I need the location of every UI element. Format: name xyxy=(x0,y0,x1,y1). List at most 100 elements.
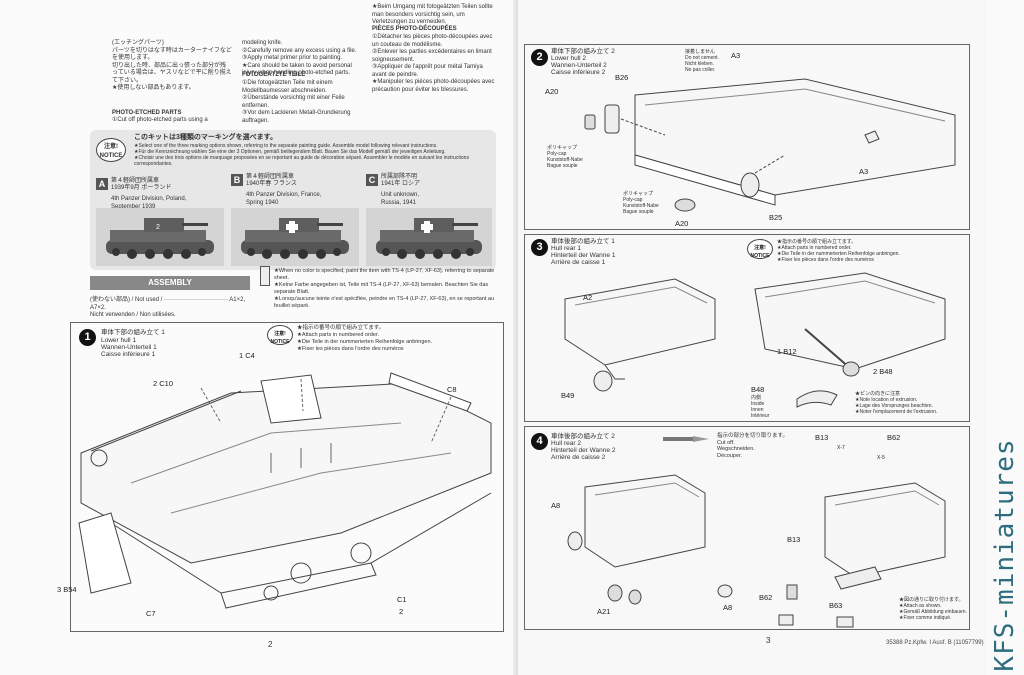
step-3-title-jp: 車体後部の組み立て 1 xyxy=(551,238,615,245)
step-3-notice: ★指示の番号の順で組み立てます。 ★Attach parts in number… xyxy=(777,239,900,263)
step-3-inside-note: 内側 Inside Innen Intérieur xyxy=(751,395,770,419)
marking-c-en: Unit unknown, Russia, 1941 xyxy=(381,192,420,206)
part-label-c1-order: 2 xyxy=(399,607,404,616)
step-4-title-fr: Arrière de caisse 2 xyxy=(551,454,606,461)
part-label-c10: 2 C10 xyxy=(153,379,174,388)
part-label-c4: 1 C4 xyxy=(239,351,255,360)
marking-b-jp: 第４軽師団所属車 xyxy=(246,174,295,180)
intro-col1-en: ①Cut off photo-etched parts using a xyxy=(112,117,208,123)
hull-rear-1-diagram xyxy=(564,272,946,408)
step-1-number: 1 xyxy=(79,329,96,346)
marking-letter-a: A xyxy=(96,178,108,190)
marking-option-b: B 第４軽師団所属車 1940年春 フランス 4th Panzer Divisi… xyxy=(231,174,361,268)
step-2-polycap-2: ポリキャップ Poly-cap Kunststoff-Nabe Bague so… xyxy=(623,191,659,215)
cutter-icon xyxy=(663,436,709,442)
part-label-b26: B26 xyxy=(615,73,629,82)
step-2-title-fr: Caisse inférieure 2 xyxy=(551,69,606,76)
tank-silhouette-a: 2 xyxy=(96,208,224,266)
marking-notice-panel: 注意! NOTICE このキットは3種類のマーキングを選べます。 ★Select… xyxy=(90,130,496,270)
part-label-a3-right: A3 xyxy=(859,167,869,176)
tank-silhouette-c xyxy=(366,208,492,266)
right-page-number: 3 xyxy=(766,636,771,645)
step-4-attach-note: ★図の通りに取り付けます。 ★Attach as shown. ★Gemäß A… xyxy=(899,597,967,621)
intro-col3-title: PIÈCES PHOTO-DÉCOUPÉES xyxy=(372,26,457,32)
part-label-a3-top: A3 xyxy=(731,51,741,60)
marking-a-jp: 第４軽師団所属車 xyxy=(111,178,160,184)
tank-silhouette-b xyxy=(231,208,359,266)
step-3-notice-badge: 注意! NOTICE xyxy=(747,239,773,259)
not-used-parts: (使わない部品) / Not used / ··················… xyxy=(90,297,246,318)
step-2-title-de: Wannen-Unterteil 2 xyxy=(551,62,607,69)
part-label-b48: 2 B48 xyxy=(873,367,893,376)
intro-col2-title: FOTOGEÄTZTE TEILE xyxy=(242,72,306,78)
part-label-a20-bottom: A20 xyxy=(675,219,689,228)
part-label-a20-top: A20 xyxy=(545,87,559,96)
marking-a-en: 4th Panzer Division, Poland, September 1… xyxy=(111,196,187,210)
hull-rear-2-diagram xyxy=(567,474,946,628)
notice-title: このキットは3種類のマーキングを選べます。 xyxy=(134,134,277,141)
part-label-b62: B62 xyxy=(759,593,773,602)
marking-letter-c: C xyxy=(366,174,378,186)
part-label-b13-box: B13 xyxy=(815,433,829,442)
step-4-title-jp: 車体後部の組み立て 2 xyxy=(551,433,615,440)
step-4-frame: 4 車体後部の組み立て 2 Hull rear 2 Hinterteil der… xyxy=(524,426,970,630)
marking-c-jp: 所属部隊不明 xyxy=(381,174,418,180)
step-3-title-de: Hinterteil der Wanne 1 xyxy=(551,252,616,259)
part-label-b49: B49 xyxy=(561,391,575,400)
marking-letter-b: B xyxy=(231,174,243,186)
part-label-c7: C7 xyxy=(146,609,156,618)
part-label-b25: B25 xyxy=(769,213,783,222)
step-3-title-fr: Arrière de caisse 1 xyxy=(551,259,606,266)
lower-hull-diagram xyxy=(78,372,492,609)
right-page: 2 車体下部の組み立て 2 Lower hull 2 Wannen-Untert… xyxy=(518,0,986,675)
notice-text: ★Select one of the three marking options… xyxy=(134,143,469,167)
part-label-b63: B63 xyxy=(829,601,843,610)
step-2-frame: 2 車体下部の組み立て 2 Lower hull 2 Wannen-Untert… xyxy=(524,44,970,230)
part-label-c1: C1 xyxy=(397,595,407,604)
part-label-a8-left: A8 xyxy=(551,501,561,510)
step-2-polycap-1: ポリキャップ Poly-cap Kunststoff-Nabe Bague so… xyxy=(547,145,583,169)
marking-b-jp2: 1940年春 フランス xyxy=(246,181,297,187)
marking-b-en: 4th Panzer Division, France, Spring 1940 xyxy=(246,192,322,206)
step-2-title-en: Lower hull 2 xyxy=(551,55,587,62)
marking-c-jp2: 1941年 ロシア xyxy=(381,181,421,187)
step-1-title-fr: Caisse inférieure 1 xyxy=(101,351,156,358)
step-3-title-en: Hull rear 1 xyxy=(551,245,581,252)
part-label-a2: A2 xyxy=(583,293,593,302)
step-3-number: 3 xyxy=(531,239,548,256)
step-2-title-jp: 車体下部の組み立て 2 xyxy=(551,48,615,55)
right-page-footer: 35388 Pz.Kpfw. I Ausf. B (11057799) xyxy=(886,640,984,646)
left-page-number: 2 xyxy=(268,640,273,649)
part-label-b62-box: B62 xyxy=(887,433,901,442)
notice-badge: 注意! NOTICE xyxy=(96,138,126,162)
part-label-b48-detail: B48 xyxy=(751,385,765,394)
step-4-title-de: Hinterteil der Wanne 2 xyxy=(551,447,616,454)
part-label-a8-right: A8 xyxy=(723,603,733,612)
part-label-c8: C8 xyxy=(447,385,457,394)
marking-option-a: A 第４軽師団所属車 1939年9月 ポーランド 4th Panzer Divi… xyxy=(96,178,226,268)
step-2-number: 2 xyxy=(531,49,548,66)
part-label-b12: 1 B12 xyxy=(777,347,797,356)
marking-option-c: C 所属部隊不明 1941年 ロシア Unit unknown, Russia,… xyxy=(366,174,496,268)
step-1-title-de: Wannen-Unterteil 1 xyxy=(101,344,157,351)
part-label-a21: A21 xyxy=(597,607,611,616)
intro-col1-jp: (エッチングパーツ) パーツを切りはなす時はカーターナイフなどを使用します。 切… xyxy=(112,40,232,91)
marking-a-jp2: 1939年9月 ポーランド xyxy=(111,185,172,191)
intro-col3-fr: ①Détacher les pièces photo-découpées ave… xyxy=(372,34,495,93)
part-label-x5: X-5 xyxy=(877,455,885,461)
part-label-x7: X-7 xyxy=(837,445,845,451)
intro-col2-de: ①Die fotogeätzten Teile mit einem Modell… xyxy=(242,80,351,124)
watermark: KFS-miniatures xyxy=(990,438,1020,672)
intro-title: PHOTO-ETCHED PARTS xyxy=(112,110,182,116)
intro-col2-en: modeling knife. ②Carefully remove any ex… xyxy=(242,40,357,76)
part-label-b54: 3 B54 xyxy=(57,585,77,594)
step-2-glue-note: 接着しません Do not cement. Nicht kleben. Ne p… xyxy=(685,49,719,73)
step-1-title-en: Lower hull 1 xyxy=(101,337,137,344)
step-1-notice-badge: 注意! NOTICE xyxy=(267,325,293,345)
paint-icon xyxy=(260,266,270,286)
step-4-cut-note: 指示の部分を切り取ります。 Cut off. Wegschneiden. Déc… xyxy=(717,433,788,459)
intro-col3-de: ★Beim Umgang mit fotogeätzten Teilen sol… xyxy=(372,4,493,25)
left-page: (エッチングパーツ) パーツを切りはなす時はカーターナイフなどを使用します。 切… xyxy=(57,4,504,649)
step-1-title-jp: 車体下部の組み立て 1 xyxy=(101,329,165,336)
